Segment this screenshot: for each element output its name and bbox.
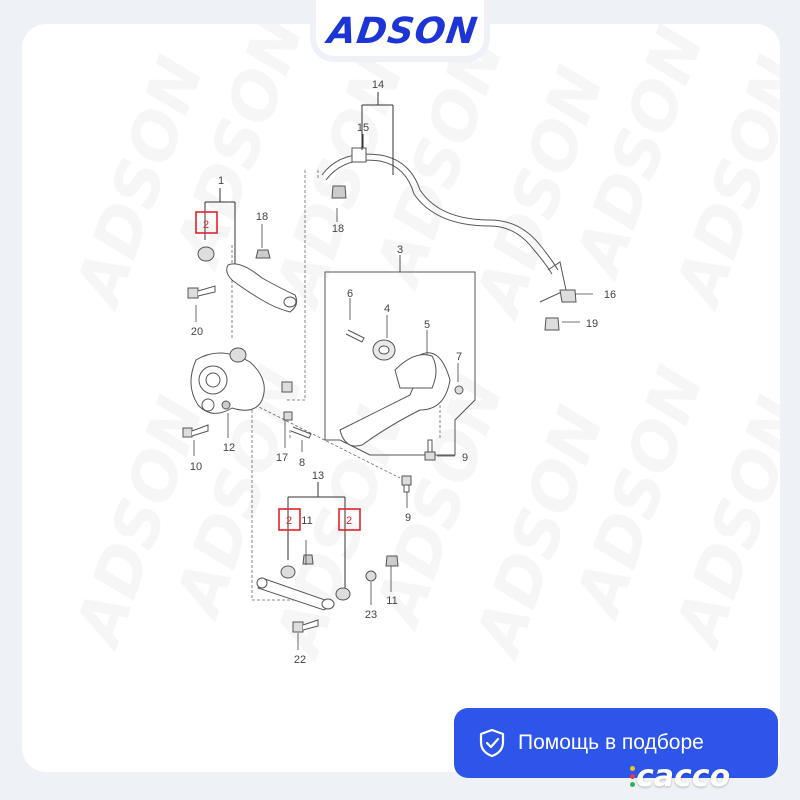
knuckle [190, 347, 265, 414]
callout-7: 7 [456, 351, 462, 363]
lower-arm [256, 554, 399, 633]
callout-8: 8 [299, 457, 305, 469]
guide-lines [231, 170, 441, 601]
callout-23: 23 [365, 609, 377, 621]
callout-13: 13 [312, 470, 324, 482]
callout-19: 19 [586, 318, 598, 330]
nut-18-stab [331, 185, 347, 199]
callout-2-lower-right: 2 [346, 515, 352, 527]
trailing-arm [339, 329, 464, 447]
diagram-card [22, 24, 780, 772]
logo-tab [316, 0, 484, 56]
part-17 [281, 381, 312, 439]
upper-arm [197, 246, 298, 313]
callout-16: 16 [604, 289, 616, 301]
bracket-14 [361, 92, 394, 175]
highlight-2-lower-right [338, 508, 361, 531]
callout-9-upper: 9 [462, 452, 468, 464]
callout-labels: 14 15 1 2 18 18 3 6 4 5 7 16 19 20 9 9 1… [190, 79, 616, 666]
callout-6: 6 [347, 288, 353, 300]
nut-19 [544, 289, 577, 331]
callout-18-upper: 18 [256, 211, 268, 223]
callout-5: 5 [424, 319, 430, 331]
callout-10: 10 [190, 461, 202, 473]
callout-12: 12 [223, 442, 235, 454]
callout-2-upper: 2 [203, 219, 209, 231]
highlight-boxes [195, 211, 361, 531]
bolt-9-upper [424, 439, 436, 461]
callout-20: 20 [191, 326, 203, 338]
help-selection-button[interactable]: Помощь в подборе [454, 708, 778, 778]
leader-lines [193, 208, 593, 650]
callout-17: 17 [276, 452, 288, 464]
callout-4: 4 [384, 303, 390, 315]
stabilizer-bar [321, 147, 567, 303]
cacco-logo: cacco [636, 759, 731, 794]
help-selection-label: Помощь в подборе [518, 731, 704, 754]
nut-18-top [255, 249, 271, 259]
cacco-dots [630, 766, 638, 790]
callout-1: 1 [218, 175, 224, 187]
callout-18-stab: 18 [332, 223, 344, 235]
callout-22: 22 [294, 654, 306, 666]
callout-9-lower: 9 [405, 512, 411, 524]
bolt-10 [182, 424, 209, 438]
highlight-2-lower-left [278, 508, 301, 531]
bracket-13 [287, 482, 346, 590]
callout-15: 15 [357, 122, 369, 134]
bolt-20 [187, 285, 216, 299]
callout-11-right: 11 [386, 595, 397, 607]
callout-2-lower-left: 2 [286, 515, 292, 527]
callout-11-lower: 11 [301, 515, 312, 527]
bracket-1 [204, 188, 236, 265]
shield-check-icon [479, 728, 505, 758]
bolt-9-lower [401, 475, 412, 493]
box-3 [324, 255, 476, 456]
callout-3: 3 [397, 244, 403, 256]
callout-14: 14 [372, 79, 384, 91]
highlight-2-upper [195, 211, 218, 234]
